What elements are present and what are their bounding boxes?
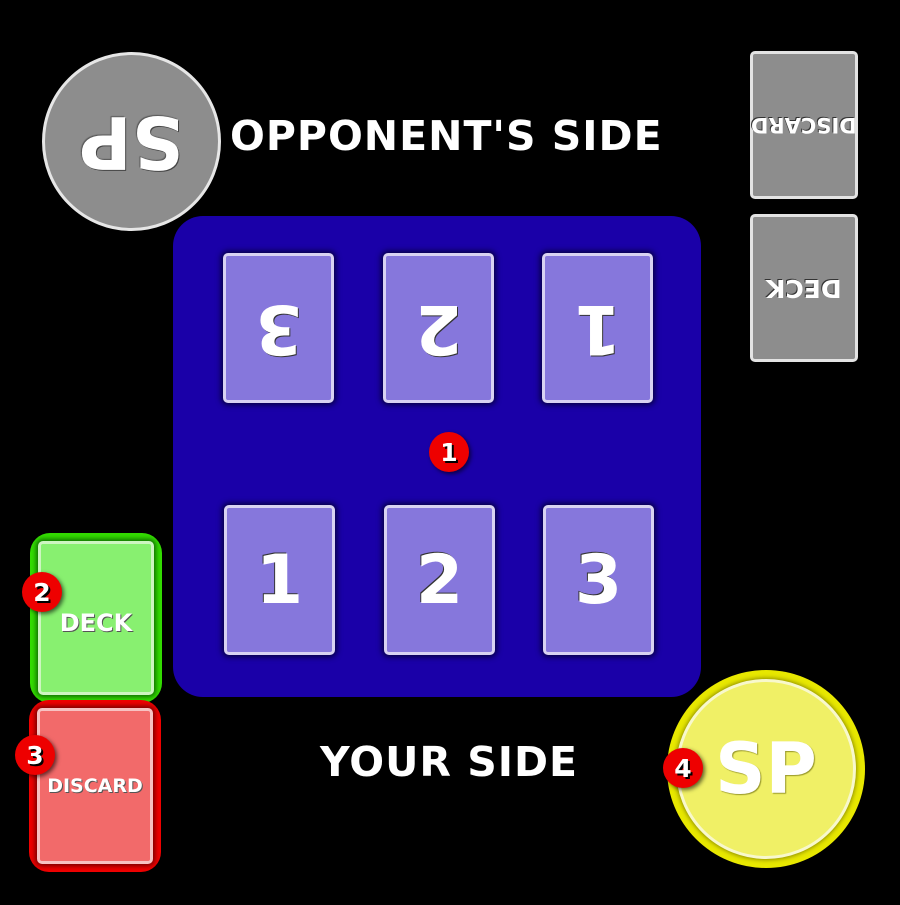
opponent-deck-pile[interactable]: DECK [750,214,858,362]
opponent-card-value: 2 [414,288,463,368]
board-marker: 1 [429,432,469,472]
player-sp-label: SP [715,728,817,810]
opponent-deck-label: DECK [766,273,842,303]
player-discard-label: DISCARD [47,775,143,797]
player-card-value: 3 [574,540,623,620]
player-sp-inner: SP [676,679,856,859]
player-discard-card: DISCARD [37,708,153,864]
player-deck-pile[interactable]: DECK [30,533,162,703]
opponent-card-slot-2[interactable]: 2 [383,253,494,403]
player-card-value: 1 [255,540,304,620]
opponent-discard-pile[interactable]: DISCARD [750,51,858,199]
deck-marker: 2 [22,572,62,612]
player-card-slot-2[interactable]: 2 [384,505,495,655]
opponent-sp-label: SP [79,99,184,184]
player-card-slot-3[interactable]: 3 [543,505,654,655]
player-discard-pile[interactable]: DISCARD [29,700,161,872]
player-deck-label: DECK [59,609,133,637]
player-sp-coin[interactable]: SP [667,670,865,868]
sp-marker: 4 [663,748,703,788]
opponent-discard-label: DISCARD [751,113,857,137]
opponent-card-value: 3 [254,288,303,368]
player-card-slot-1[interactable]: 1 [224,505,335,655]
opponent-card-slot-1[interactable]: 1 [542,253,653,403]
discard-marker: 3 [15,735,55,775]
player-card-value: 2 [415,540,464,620]
opponent-card-slot-3[interactable]: 3 [223,253,334,403]
opponent-sp-coin[interactable]: SP [42,52,221,231]
opponent-card-value: 1 [573,288,622,368]
opponent-side-title: OPPONENT'S SIDE [230,112,663,160]
player-deck-card: DECK [38,541,154,695]
your-side-title: YOUR SIDE [320,738,579,786]
